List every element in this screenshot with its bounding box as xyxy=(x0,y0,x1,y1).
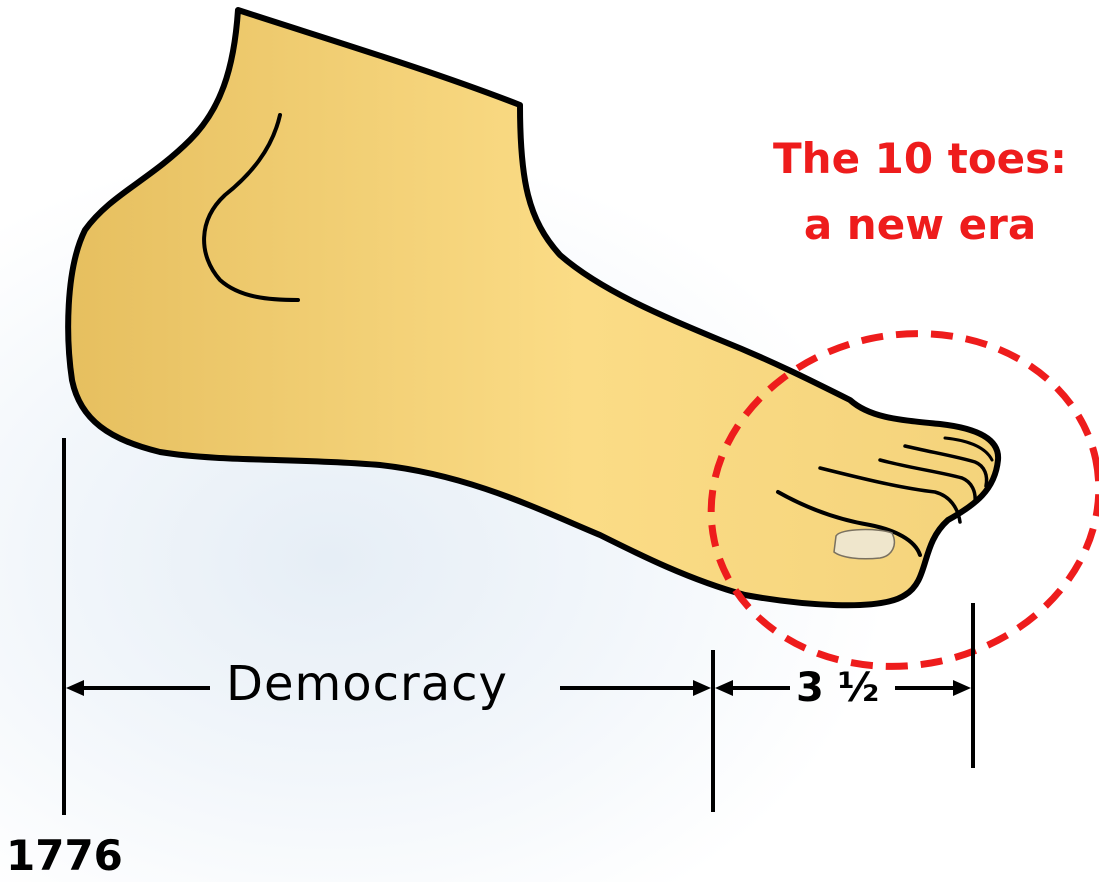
annotation-title-line2: a new era xyxy=(760,204,1080,246)
foot-shape xyxy=(68,10,998,605)
democracy-label: Democracy xyxy=(226,660,508,708)
arrowhead-right-2 xyxy=(953,680,971,696)
duration-label: 3 ½ xyxy=(796,668,879,708)
start-year-label: 1776 xyxy=(6,835,123,877)
arrowhead-left-2 xyxy=(715,680,733,696)
annotation-title-line1: The 10 toes: xyxy=(760,138,1080,180)
toenail xyxy=(834,530,894,559)
arrowhead-right-1 xyxy=(693,680,711,696)
arrowhead-left-1 xyxy=(66,680,84,696)
